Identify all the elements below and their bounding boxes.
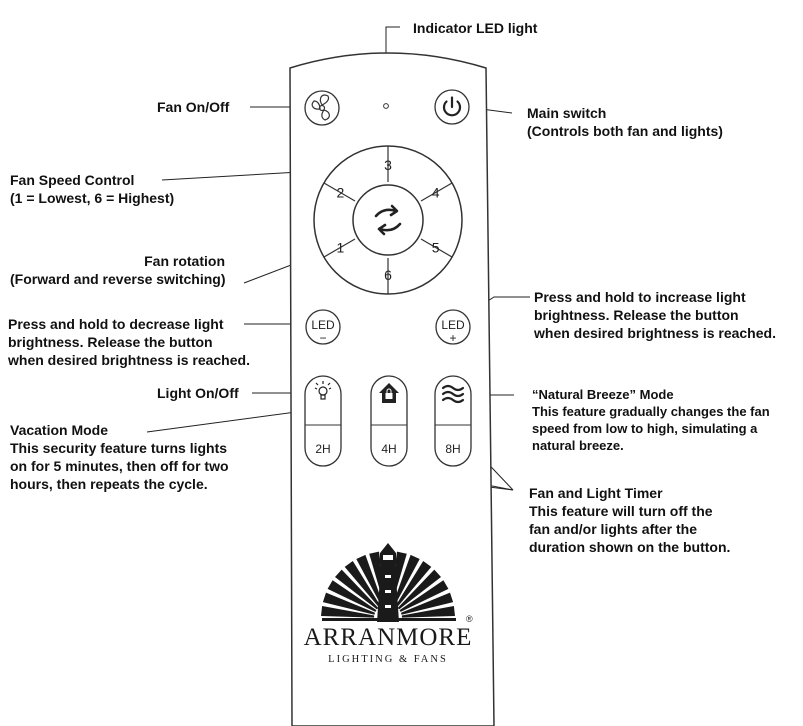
- led-decrease-button[interactable]: LED −: [305, 309, 341, 345]
- light-on-off-button[interactable]: [314, 381, 332, 400]
- led-increase-button[interactable]: LED +: [435, 309, 471, 345]
- fan-speed-3-button[interactable]: 3: [384, 157, 392, 173]
- fan-speed-6-button[interactable]: 6: [384, 267, 392, 283]
- callout-led-decrease: Press and hold to decrease light brightn…: [8, 315, 250, 369]
- minus-icon: −: [319, 331, 326, 345]
- callout-timer-line1: This feature will turn off the: [529, 503, 713, 519]
- fan-speed-2-button[interactable]: 2: [337, 185, 345, 201]
- callout-led-increase-line2: brightness. Release the button: [534, 307, 739, 323]
- vacation-timer-4h-column: 4H: [370, 375, 408, 467]
- sunburst-ray: [399, 580, 449, 612]
- house-lock-icon: [379, 383, 399, 403]
- callout-vacation-mode: Vacation Mode This security feature turn…: [10, 421, 229, 493]
- fan-rotation-button[interactable]: [352, 184, 424, 256]
- timer-2h-button[interactable]: 2H: [315, 442, 330, 456]
- led-decrease-label: LED: [311, 318, 335, 332]
- vacation-mode-button[interactable]: [379, 383, 399, 403]
- brand-name: ARRANMORE: [304, 624, 473, 651]
- callout-led-decrease-line3: when desired brightness is reached.: [8, 352, 250, 368]
- sunburst-ray: [397, 569, 441, 610]
- callout-natural-breeze: “Natural Breeze” Mode This feature gradu…: [532, 386, 770, 454]
- callout-vacation-mode-line1: This security feature turns lights: [10, 440, 228, 456]
- timer-4h-button[interactable]: 4H: [381, 442, 396, 456]
- callout-vacation-mode-title: Vacation Mode: [10, 422, 109, 438]
- timer-8h-button[interactable]: 8H: [445, 442, 460, 456]
- sunburst-ray: [392, 554, 420, 606]
- callout-main-switch-title: Main switch: [527, 105, 607, 121]
- callout-light-on-off: Light On/Off: [157, 385, 239, 401]
- callout-natural-breeze-line3: natural breeze.: [532, 438, 624, 453]
- power-icon: [442, 96, 462, 117]
- callout-main-switch-desc: (Controls both fan and lights): [527, 123, 723, 139]
- callout-fan-speed-title: Fan Speed Control: [10, 172, 135, 188]
- callout-timer-line3: duration shown on the button.: [529, 539, 731, 555]
- sunburst-ray: [321, 606, 375, 618]
- callout-natural-breeze-line2: speed from low to high, simulating a: [532, 421, 758, 436]
- callout-fan-rotation: Fan rotation (Forward and reverse switch…: [10, 252, 226, 288]
- light-timer-2h-column: 2H: [304, 375, 342, 467]
- callout-led-increase-line3: when desired brightness is reached.: [534, 325, 776, 341]
- callout-timer-line2: fan and/or lights after the: [529, 521, 698, 537]
- fan-speed-5-button[interactable]: 5: [432, 240, 440, 256]
- callout-fan-rotation-desc: (Forward and reverse switching): [10, 271, 226, 287]
- callout-vacation-mode-line2: on for 5 minutes, then off for two: [10, 458, 229, 474]
- sunburst-ray: [356, 554, 384, 606]
- brand-tagline: LIGHTING & FANS: [328, 654, 448, 665]
- callout-natural-breeze-line1: This feature gradually changes the fan: [532, 404, 770, 419]
- breeze-timer-8h-column: 8H: [434, 375, 472, 467]
- callout-timer: Fan and Light Timer This feature will tu…: [529, 484, 730, 556]
- callout-fan-speed-desc: (1 = Lowest, 6 = Highest): [10, 190, 175, 206]
- registered-mark: ®: [466, 614, 473, 624]
- wind-waves-icon: [441, 384, 465, 404]
- fan-on-off-button[interactable]: [304, 90, 340, 126]
- callout-led-decrease-line1: Press and hold to decrease light: [8, 316, 224, 332]
- callout-led-increase-line1: Press and hold to increase light: [534, 289, 746, 305]
- sunburst-ray: [322, 592, 375, 615]
- natural-breeze-button[interactable]: [441, 384, 465, 404]
- callout-fan-on-off: Fan On/Off: [157, 99, 230, 115]
- lighthouse-icon: [376, 543, 400, 622]
- light-bulb-icon: [314, 381, 332, 400]
- callout-led-decrease-line2: brightness. Release the button: [8, 334, 213, 350]
- main-switch-button[interactable]: [434, 89, 470, 125]
- sunburst-ray: [344, 561, 381, 608]
- fan-icon: [311, 94, 330, 121]
- callout-natural-breeze-title: “Natural Breeze” Mode: [532, 387, 674, 402]
- plus-icon: +: [449, 331, 456, 345]
- sunburst-ray: [401, 592, 454, 615]
- arranmore-logo: ARRANMORE ® LIGHTING & FANS: [304, 543, 473, 665]
- callout-indicator-led: Indicator LED light: [413, 20, 538, 36]
- sunburst-ray: [335, 569, 379, 610]
- sunburst-ray: [401, 606, 455, 618]
- sunburst-ray: [395, 561, 432, 608]
- callout-vacation-mode-line3: hours, then repeats the cycle.: [10, 476, 208, 492]
- sunburst-rays: [321, 551, 455, 618]
- fan-speed-ring: 1 2 3 4 5 6: [313, 145, 463, 295]
- fan-speed-4-button[interactable]: 4: [432, 185, 440, 201]
- callout-fan-rotation-title: Fan rotation: [144, 253, 225, 269]
- callout-fan-speed: Fan Speed Control (1 = Lowest, 6 = Highe…: [10, 171, 174, 207]
- led-increase-label: LED: [441, 318, 465, 332]
- sunburst-ray: [327, 580, 377, 612]
- callout-main-switch: Main switch (Controls both fan and light…: [527, 104, 723, 140]
- callout-timer-title: Fan and Light Timer: [529, 485, 663, 501]
- reverse-arrows-icon: [374, 204, 402, 236]
- fan-speed-1-button[interactable]: 1: [337, 240, 345, 256]
- callout-led-increase: Press and hold to increase light brightn…: [534, 288, 776, 342]
- indicator-led: [383, 103, 389, 109]
